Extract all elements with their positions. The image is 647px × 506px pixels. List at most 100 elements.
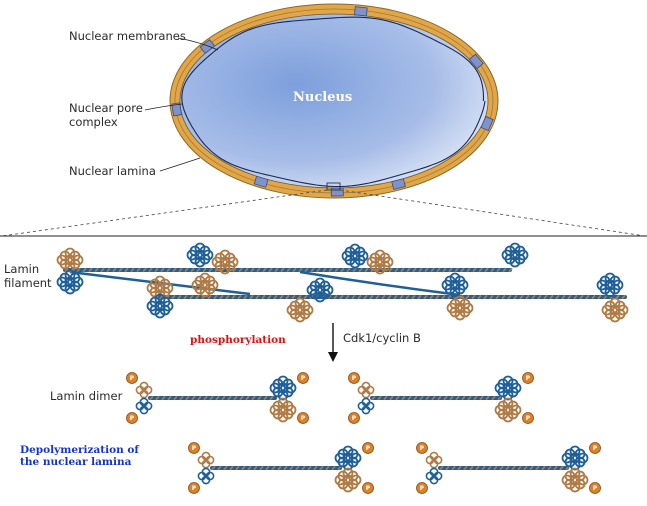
phosphate-group [188, 482, 200, 494]
tail-domain [357, 397, 375, 415]
tail-domain [135, 397, 153, 415]
tail-loop [357, 385, 367, 395]
head-loop [314, 277, 326, 289]
head-loop [342, 467, 354, 479]
head-loop [342, 459, 354, 471]
label-lamin-filament: Lamin filament [4, 262, 52, 290]
head-loop [604, 272, 616, 284]
head-loop [277, 375, 289, 387]
head-loop [199, 286, 211, 298]
leader-lamina [159, 157, 201, 172]
head-loop [211, 256, 223, 268]
phosphate-group [126, 372, 138, 384]
head-loop [502, 389, 514, 401]
tail-domain [425, 467, 443, 485]
head-loop [462, 302, 474, 314]
phosphate-group [126, 412, 138, 424]
head-loop [494, 404, 506, 416]
nuclear-pore [468, 53, 484, 70]
head-loop [269, 382, 281, 394]
phosphate-group [522, 372, 534, 384]
head-loop [154, 293, 166, 305]
phosphate-group [188, 442, 200, 454]
globular-head-domain [366, 249, 394, 275]
head-loop [334, 452, 346, 464]
phosphate-group [297, 412, 309, 424]
leader-pore [144, 103, 183, 111]
phosphate-group [362, 482, 374, 494]
globular-head-domain [441, 272, 469, 298]
head-loop [302, 304, 314, 316]
phosphate-label: P [301, 375, 306, 382]
head-loop [162, 282, 174, 294]
head-loop [494, 382, 506, 394]
head-loop [510, 382, 522, 394]
phosphate-label: P [352, 375, 357, 382]
tail-domain [357, 381, 375, 399]
head-loop [64, 261, 76, 273]
globular-head-domain [306, 277, 334, 303]
phosphate-group [522, 412, 534, 424]
tail-domain [197, 451, 215, 469]
globular-head-domain [191, 272, 219, 298]
phosphate-label: P [366, 445, 371, 452]
tail-domain [425, 451, 443, 469]
nuclear-pore [480, 115, 494, 132]
phosphate-label: P [352, 415, 357, 422]
head-loop [64, 283, 76, 295]
head-loop [277, 389, 289, 401]
head-loop [577, 452, 589, 464]
head-loop [219, 249, 231, 261]
head-loop [64, 269, 76, 281]
head-loop [342, 481, 354, 493]
coiled-coil-rod-stripes [149, 395, 274, 401]
head-loop [617, 304, 629, 316]
head-loop [306, 284, 318, 296]
head-loop [154, 307, 166, 319]
head-loop [286, 304, 298, 316]
label-cdk1-cyclin-b: Cdk1/cyclin B [343, 331, 421, 345]
head-loop [146, 282, 158, 294]
head-loop [357, 250, 369, 262]
label-depolymerization: Depolymerization of the nuclear lamina [20, 444, 139, 468]
tail-loop [425, 471, 435, 481]
head-loop [569, 445, 581, 457]
globular-head-domain [561, 467, 589, 493]
head-loop [186, 249, 198, 261]
head-loop [191, 279, 203, 291]
head-loop [314, 291, 326, 303]
head-loop [446, 302, 458, 314]
phosphate-label: P [130, 375, 135, 382]
nuclear-pore [354, 6, 368, 17]
head-loop [561, 474, 573, 486]
head-loop [194, 256, 206, 268]
globular-head-domain [146, 293, 174, 319]
phosphate-group [589, 482, 601, 494]
phosphate-label: P [301, 415, 306, 422]
head-loop [322, 284, 334, 296]
head-loop [449, 272, 461, 284]
head-loop [517, 249, 529, 261]
globular-head-domain [501, 242, 529, 268]
globular-head-domain [56, 247, 84, 273]
head-loop [457, 279, 469, 291]
leader-membranes [177, 37, 219, 51]
head-loop [501, 249, 513, 261]
globular-head-domain [286, 297, 314, 323]
head-loop [374, 249, 386, 261]
head-loop [207, 279, 219, 291]
label-nucleus: Nucleus [293, 90, 353, 105]
phosphate-group [416, 482, 428, 494]
globular-head-domain [596, 272, 624, 298]
head-loop [285, 382, 297, 394]
head-loop [502, 375, 514, 387]
phosphate-group [362, 442, 374, 454]
globular-head-domain [211, 249, 239, 275]
arrow-head [328, 352, 338, 362]
phosphate-group [416, 442, 428, 454]
head-loop [596, 279, 608, 291]
head-loop [202, 249, 214, 261]
head-loop [441, 279, 453, 291]
